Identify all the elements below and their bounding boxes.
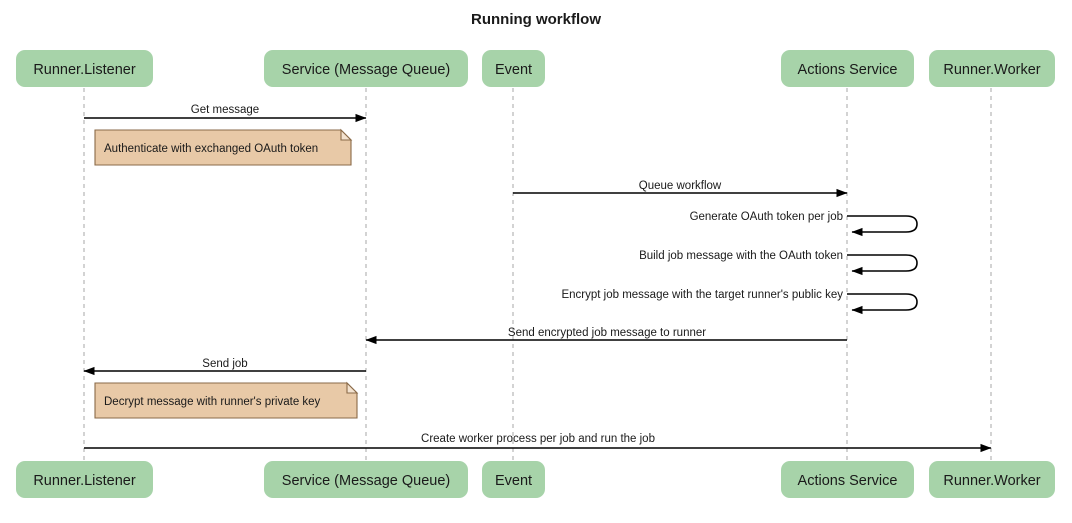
actor-runner-listener-top[interactable]: Runner.Listener [16, 50, 153, 87]
message-encrypt-job-message-public-key[interactable]: Encrypt job message with the target runn… [561, 289, 918, 315]
actor-service-message-queue-top[interactable]: Service (Message Queue) [264, 50, 468, 87]
actor-box [16, 50, 153, 87]
note-decrypt[interactable]: Decrypt message with runner's private ke… [94, 381, 359, 419]
message-label: Create worker process per job and run th… [421, 433, 655, 445]
actor-label: Runner.Worker [943, 473, 1040, 489]
self-loop-arrow [847, 215, 918, 237]
note-label: Authenticate with exchanged OAuth token [104, 143, 318, 155]
actor-box [781, 461, 914, 498]
page-title: Running workflow [471, 11, 601, 28]
note-fold-icon [340, 128, 353, 141]
actor-label: Service (Message Queue) [282, 62, 450, 78]
actor-label: Event [495, 473, 532, 489]
actor-box [482, 461, 545, 498]
actor-label: Runner.Listener [33, 473, 136, 489]
actor-label: Actions Service [798, 62, 898, 78]
note-body [94, 382, 358, 419]
message-label: Get message [191, 104, 259, 116]
actor-label: Actions Service [798, 473, 898, 489]
message-send-encrypted-job-message-to-runner[interactable]: Send encrypted job message to runner [365, 327, 847, 345]
self-loop-arrow [847, 254, 918, 276]
note-body [94, 129, 352, 166]
message-label: Build job message with the OAuth token [639, 250, 843, 262]
actor-box [929, 461, 1055, 498]
actor-row-top: Runner.Listener Service (Message Queue) … [16, 50, 1055, 87]
lifelines-group [83, 88, 992, 461]
message-generate-oauth-token-per-job[interactable]: Generate OAuth token per job [690, 211, 918, 237]
message-label: Encrypt job message with the target runn… [561, 289, 843, 301]
note-authenticate[interactable]: Authenticate with exchanged OAuth token [94, 128, 353, 166]
actor-label: Runner.Listener [33, 62, 136, 78]
message-create-worker-process-run-job[interactable]: Create worker process per job and run th… [84, 433, 992, 453]
actor-runner-listener-bottom[interactable]: Runner.Listener [16, 461, 153, 498]
actor-actions-service-top[interactable]: Actions Service [781, 50, 914, 87]
message-send-job[interactable]: Send job [83, 358, 366, 376]
actor-service-message-queue-bottom[interactable]: Service (Message Queue) [264, 461, 468, 498]
actor-box [929, 50, 1055, 87]
actor-box [264, 461, 468, 498]
message-label: Queue workflow [639, 180, 722, 192]
message-queue-workflow[interactable]: Queue workflow [513, 180, 848, 198]
actor-runner-worker-top[interactable]: Runner.Worker [929, 50, 1055, 87]
message-label: Send encrypted job message to runner [508, 327, 706, 339]
actor-box [264, 50, 468, 87]
message-label: Send job [202, 358, 247, 370]
actor-event-bottom[interactable]: Event [482, 461, 545, 498]
actor-label: Runner.Worker [943, 62, 1040, 78]
actor-box [482, 50, 545, 87]
actor-row-bottom: Runner.Listener Service (Message Queue) … [16, 461, 1055, 498]
actor-event-top[interactable]: Event [482, 50, 545, 87]
actor-label: Service (Message Queue) [282, 473, 450, 489]
actor-runner-worker-bottom[interactable]: Runner.Worker [929, 461, 1055, 498]
note-fold-icon [346, 381, 359, 394]
message-get-message[interactable]: Get message [84, 104, 367, 123]
message-label: Generate OAuth token per job [690, 211, 843, 223]
note-label: Decrypt message with runner's private ke… [104, 396, 321, 408]
self-loop-arrow [847, 293, 918, 315]
actor-box [781, 50, 914, 87]
actor-actions-service-bottom[interactable]: Actions Service [781, 461, 914, 498]
message-build-job-message-with-oauth-token[interactable]: Build job message with the OAuth token [639, 250, 918, 276]
actor-label: Event [495, 62, 532, 78]
actor-box [16, 461, 153, 498]
